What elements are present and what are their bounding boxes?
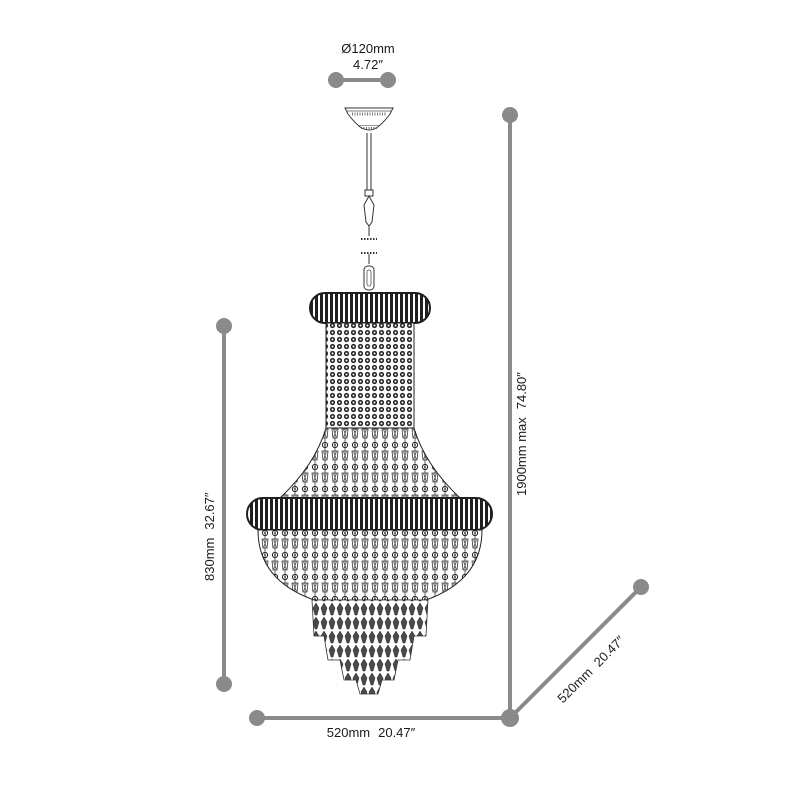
dimension-body-height [216,318,232,692]
dimension-canopy-diameter [328,72,396,88]
top-ring [309,292,431,324]
dimension-width [249,709,519,727]
width-label: 520mm 20.47″ [327,726,416,739]
chandelier-drawing [246,107,493,695]
dimension-total-height [502,107,518,718]
body-height-label: 830mm 32.67″ [202,492,217,582]
canopy-diameter-imperial-label: 4.72″ [353,57,383,72]
total-height-imperial: 74.80″ [514,372,529,410]
middle-ring [246,497,493,531]
upper-flare [278,427,462,499]
total-height-metric: 1900mm max [514,417,529,496]
crystal-drops [311,599,429,695]
suspension-chain [361,133,377,291]
neck-column [325,322,415,429]
width-metric: 520mm [326,725,371,740]
body-height-metric: 830mm [202,537,217,581]
body-height-imperial: 32.67″ [202,492,217,530]
dimension-depth [508,579,649,720]
ceiling-canopy [344,107,394,131]
width-imperial: 20.47″ [378,725,416,740]
total-height-label: 1900mm max 74.80″ [514,372,529,496]
lower-bowl [257,529,483,601]
canopy-diameter-metric-label: Ø120mm [341,41,395,56]
